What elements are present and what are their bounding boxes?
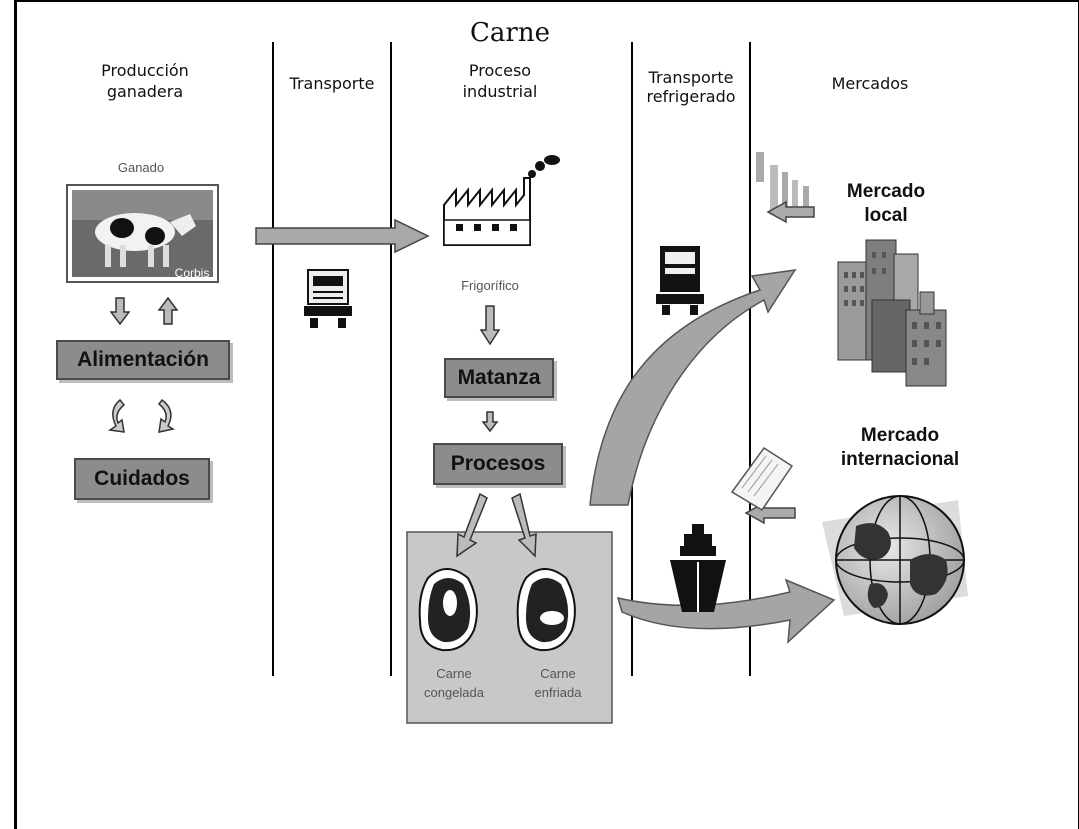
label-mercado-internacional: Mercado internacional (840, 425, 960, 470)
ship-icon (670, 524, 726, 612)
label-frigorifico: Frigorífico (461, 278, 519, 293)
diagram-title: Carne (470, 18, 550, 48)
meat-enfriada-icon (516, 568, 576, 652)
photo-caption: Corbis (174, 266, 210, 280)
arrow-left-local-icon (766, 200, 815, 224)
arrow-to-factory (255, 218, 430, 254)
column-header-produccion: Producción ganadera (101, 61, 189, 101)
cow-photo (66, 184, 219, 283)
box-alimentacion: Alimentación (56, 340, 230, 380)
arrow-down-matanza-icon (481, 411, 499, 433)
arrow-to-enfriada-icon (511, 492, 537, 558)
curved-arrow-international (616, 578, 836, 644)
arrow-left-international-icon (744, 501, 796, 525)
label-mercado-local: Mercado local (846, 181, 926, 226)
arrow-up-icon (157, 296, 179, 325)
factory-icon (443, 155, 560, 246)
refrigerated-truck-icon (656, 246, 704, 315)
arrow-down-icon (109, 297, 131, 326)
column-header-proceso: Proceso industrial (462, 61, 538, 101)
industry-silhouette-icon (756, 152, 809, 215)
column-header-transporte-refrigerado: Transporte refrigerado (646, 68, 736, 106)
curved-arrow-local (589, 269, 797, 506)
cycle-arrow-right-icon (157, 398, 176, 433)
document-icon (730, 446, 794, 512)
box-cuidados: Cuidados (74, 458, 210, 500)
box-matanza: Matanza (444, 358, 554, 398)
meat-congelada-icon (418, 568, 478, 652)
globe-icon (822, 495, 968, 625)
truck-icon (304, 269, 352, 328)
city-buildings-icon (837, 239, 947, 387)
label-ganado: Ganado (117, 160, 165, 175)
arrow-to-congelada-icon (456, 492, 488, 558)
arrow-down-frigorifico-icon (479, 305, 501, 346)
label-carne-congelada: Carne congelada (424, 666, 484, 700)
column-header-transporte: Transporte (289, 74, 375, 93)
box-procesos: Procesos (433, 443, 563, 485)
cycle-arrow-left-icon (107, 398, 126, 433)
label-carne-enfriada: Carne enfriada (534, 666, 582, 700)
column-header-mercados: Mercados (831, 74, 909, 93)
